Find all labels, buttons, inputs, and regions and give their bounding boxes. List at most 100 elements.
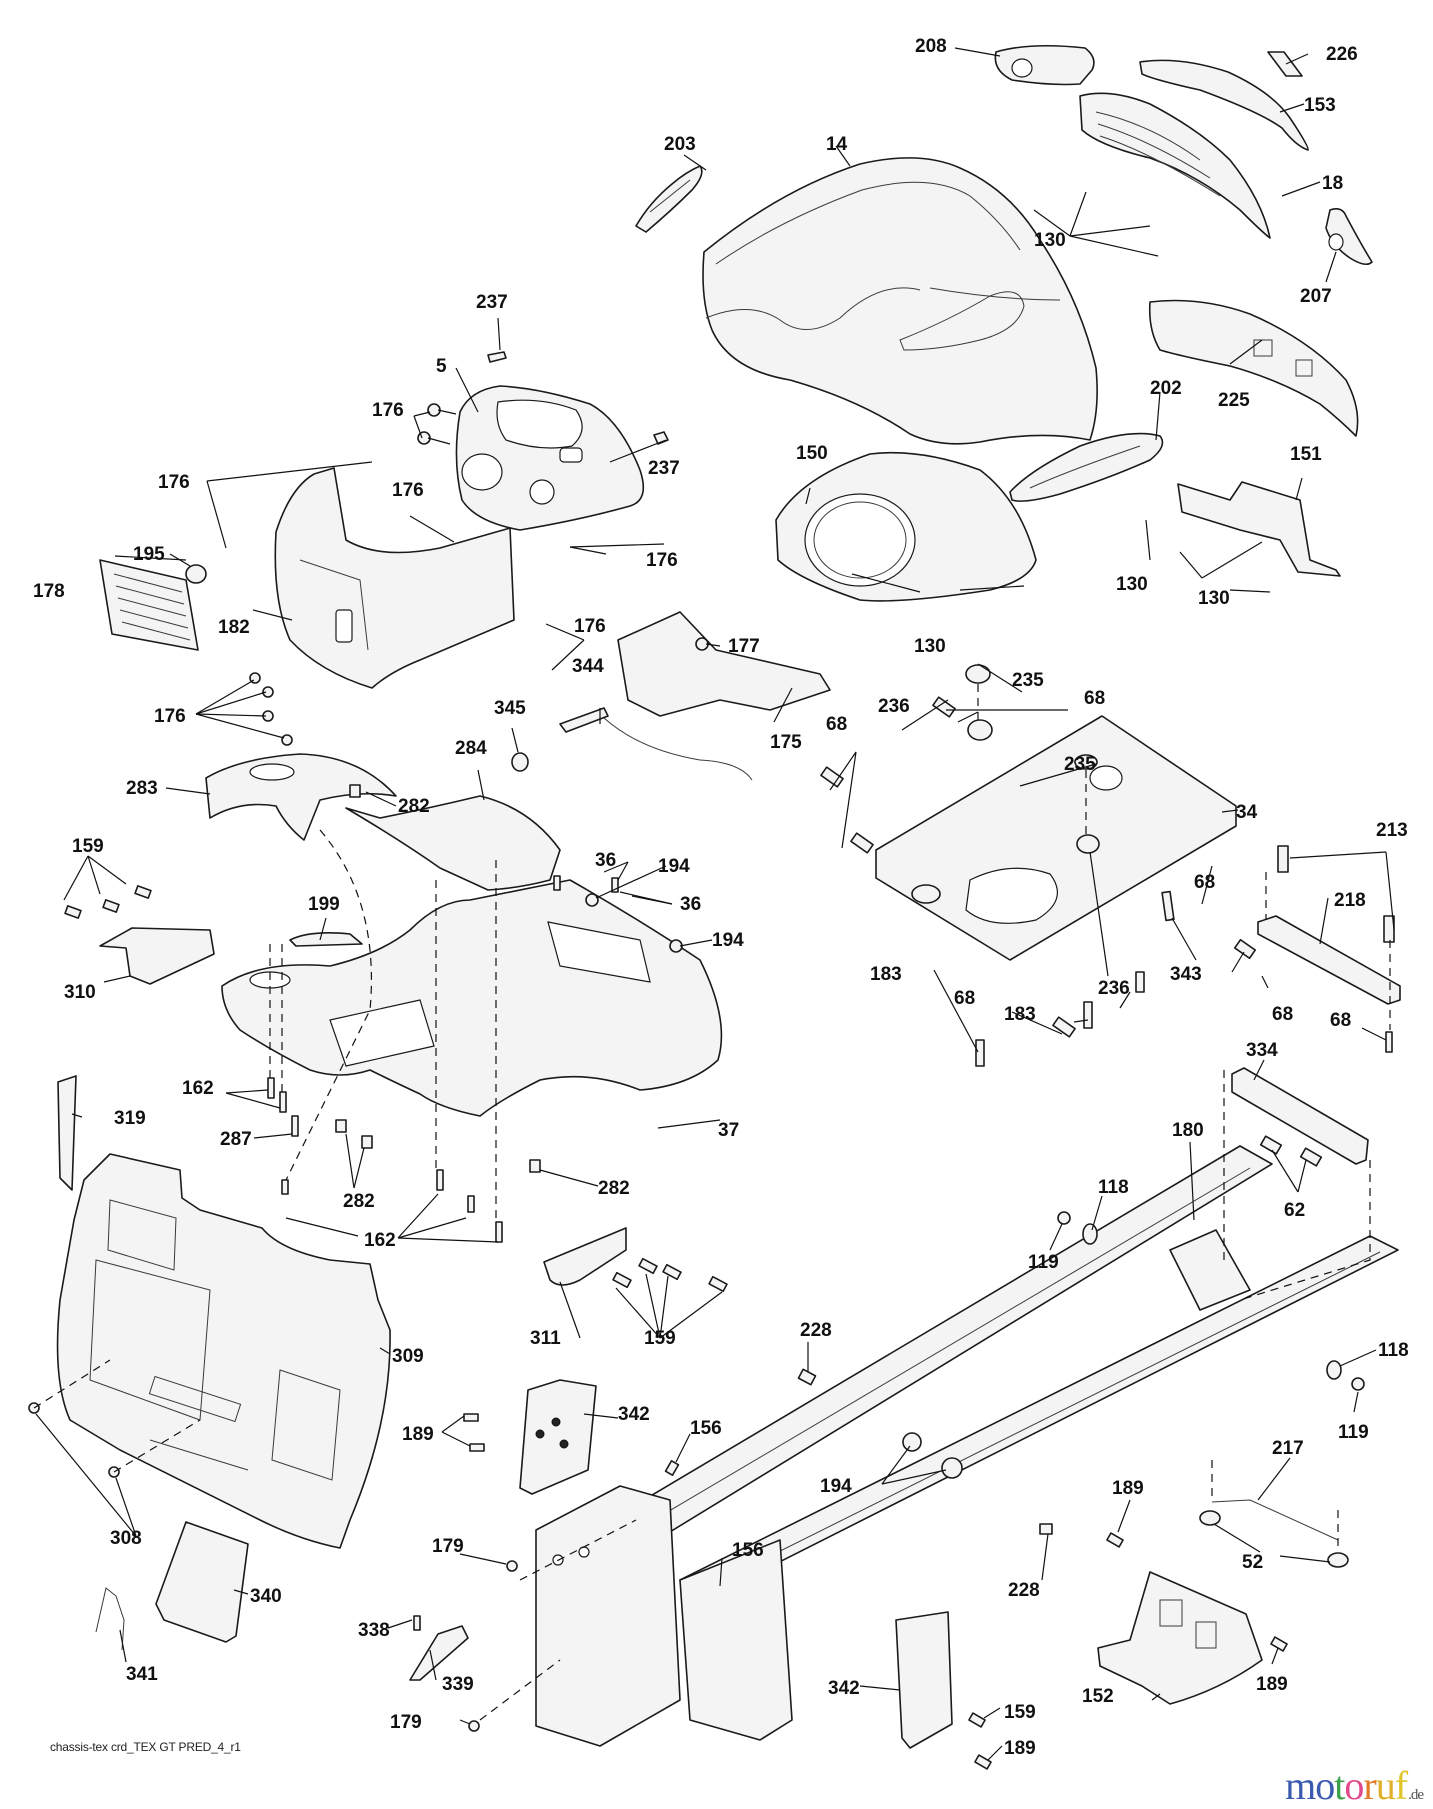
callout-68-mid[interactable]: 68: [1194, 872, 1215, 893]
part-68-bolt[interactable]: [820, 696, 1393, 1053]
part-283-console-cover[interactable]: [205, 753, 397, 841]
part-207-lens[interactable]: [1325, 208, 1373, 266]
callout-178[interactable]: 178: [33, 581, 65, 602]
part-37-fender[interactable]: [221, 879, 723, 1117]
part-319-bracket[interactable]: [57, 1075, 77, 1191]
part-62-bolt[interactable]: [1259, 1135, 1323, 1167]
part-52-nut[interactable]: [1199, 1510, 1349, 1568]
callout-228-top[interactable]: 228: [800, 1320, 832, 1341]
part-236-spacer[interactable]: [967, 719, 1100, 854]
callout-308[interactable]: 308: [110, 1528, 142, 1549]
part-344-switch[interactable]: [559, 707, 753, 781]
callout-282-top[interactable]: 282: [398, 796, 430, 817]
callout-68-right[interactable]: 68: [1272, 1004, 1293, 1025]
callout-118-left[interactable]: 118: [1098, 1177, 1129, 1198]
part-338-screw[interactable]: [413, 1615, 421, 1631]
callout-162-left[interactable]: 162: [182, 1078, 214, 1099]
callout-118-right[interactable]: 118: [1378, 1340, 1409, 1361]
callout-287[interactable]: 287: [220, 1129, 252, 1150]
callout-309[interactable]: 309: [392, 1346, 424, 1367]
callout-151[interactable]: 151: [1290, 444, 1322, 465]
part-342-bracket[interactable]: [895, 1611, 953, 1749]
part-334-bracket[interactable]: [1231, 1067, 1369, 1165]
part-175-bracket[interactable]: [617, 611, 831, 717]
callout-179-top[interactable]: 179: [432, 1536, 464, 1557]
part-339-lever[interactable]: [409, 1625, 469, 1681]
callout-282-right[interactable]: 282: [598, 1178, 630, 1199]
callout-183-top[interactable]: 183: [870, 964, 902, 985]
callout-194-frame[interactable]: 194: [820, 1476, 852, 1497]
part-225-bumper[interactable]: [1148, 299, 1359, 437]
part-179-nut[interactable]: [468, 1560, 518, 1732]
part-119-nut[interactable]: [1057, 1211, 1365, 1391]
callout-202[interactable]: 202: [1150, 378, 1182, 399]
callout-176-right[interactable]: 176: [646, 550, 678, 571]
callout-345[interactable]: 345: [494, 698, 526, 719]
callout-237-right[interactable]: 237: [648, 458, 680, 479]
callout-119-left[interactable]: 119: [1028, 1252, 1059, 1273]
callout-338[interactable]: 338: [358, 1620, 390, 1641]
callout-183-bottom[interactable]: 183: [1004, 1004, 1036, 1025]
callout-159-bottom[interactable]: 159: [1004, 1702, 1036, 1723]
callout-340[interactable]: 340: [250, 1586, 282, 1607]
part-237-plug[interactable]: [487, 351, 507, 363]
callout-182[interactable]: 182: [218, 617, 250, 638]
callout-36-top[interactable]: 36: [595, 850, 616, 871]
callout-189-left[interactable]: 189: [402, 1424, 434, 1445]
part-309-battery-box[interactable]: [56, 1153, 391, 1549]
part-311-bracket[interactable]: [543, 1227, 627, 1286]
callout-236-bottom[interactable]: 236: [1098, 978, 1130, 999]
callout-176-mid[interactable]: 176: [392, 480, 424, 501]
callout-235-top[interactable]: 235: [1012, 670, 1044, 691]
part-36-screw[interactable]: [553, 875, 619, 893]
callout-208[interactable]: 208: [915, 36, 947, 57]
callout-311[interactable]: 311: [530, 1328, 561, 1349]
callout-341[interactable]: 341: [126, 1664, 158, 1685]
callout-203[interactable]: 203: [664, 134, 696, 155]
callout-14[interactable]: 14: [826, 134, 848, 155]
callout-156-bottom[interactable]: 156: [732, 1540, 764, 1561]
part-5-dashboard[interactable]: [455, 385, 645, 531]
part-287-screw[interactable]: [291, 1115, 299, 1137]
callout-176-dash[interactable]: 176: [372, 400, 404, 421]
callout-176-bottom[interactable]: 176: [154, 706, 186, 727]
callout-342-top[interactable]: 342: [618, 1404, 650, 1425]
part-282-clip[interactable]: [349, 784, 361, 798]
callout-310[interactable]: 310: [64, 982, 96, 1003]
part-195-plug[interactable]: [185, 564, 207, 584]
part-213-bolt[interactable]: [1277, 845, 1395, 943]
part-228-pin[interactable]: [797, 1368, 1053, 1535]
callout-194-top[interactable]: 194: [658, 856, 690, 877]
part-150-shroud[interactable]: [775, 451, 1037, 602]
callout-179-bottom[interactable]: 179: [390, 1712, 422, 1733]
callout-344[interactable]: 344: [572, 656, 604, 677]
part-182-dash-support[interactable]: [274, 467, 515, 689]
callout-68-left[interactable]: 68: [826, 714, 847, 735]
part-176-screw[interactable]: [417, 403, 457, 445]
callout-235-right[interactable]: 235: [1064, 754, 1096, 775]
callout-18[interactable]: 18: [1322, 173, 1343, 194]
motoruf-watermark-logo[interactable]: motoruf.de: [1285, 1762, 1424, 1809]
part-180-frame[interactable]: [609, 1145, 1399, 1601]
part-310-bracket[interactable]: [99, 927, 215, 985]
part-34-engine-plate[interactable]: [875, 715, 1237, 961]
callout-180[interactable]: 180: [1172, 1120, 1204, 1141]
callout-282-mid[interactable]: 282: [343, 1191, 375, 1212]
callout-153[interactable]: 153: [1304, 95, 1336, 116]
callout-5[interactable]: 5: [436, 356, 447, 377]
part-159-bolt[interactable]: [968, 1712, 986, 1728]
part-189-bolt[interactable]: [463, 1413, 485, 1452]
callout-119-right[interactable]: 119: [1338, 1422, 1369, 1443]
callout-237-top[interactable]: 237: [476, 292, 508, 313]
callout-207[interactable]: 207: [1300, 286, 1332, 307]
callout-217[interactable]: 217: [1272, 1438, 1304, 1459]
part-162-screw[interactable]: [267, 1077, 503, 1243]
callout-36-right[interactable]: 36: [680, 894, 701, 915]
part-189-bolt[interactable]: [974, 1532, 1288, 1770]
part-282-clip[interactable]: [335, 1119, 541, 1173]
callout-339[interactable]: 339: [442, 1674, 474, 1695]
callout-319[interactable]: 319: [114, 1108, 146, 1129]
callout-156-top[interactable]: 156: [690, 1418, 722, 1439]
callout-68-far-right[interactable]: 68: [1330, 1010, 1351, 1031]
callout-152[interactable]: 152: [1082, 1686, 1114, 1707]
